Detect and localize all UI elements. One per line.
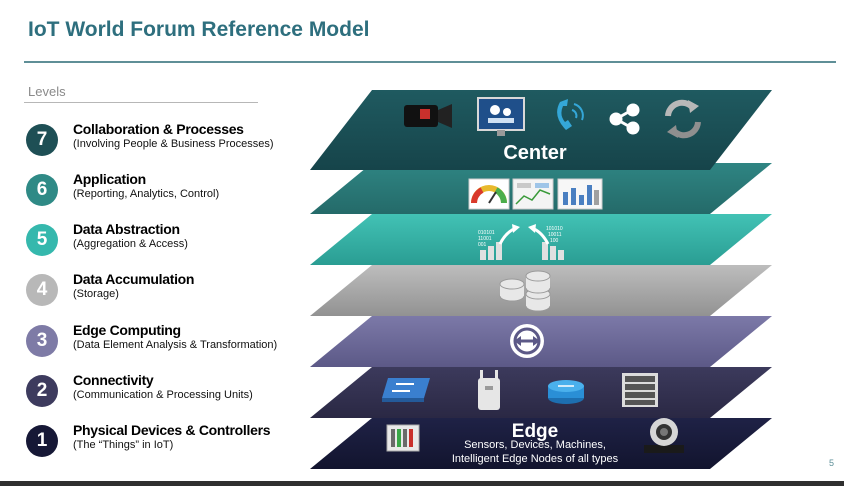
phone-icon (557, 99, 584, 130)
share-icon (609, 103, 640, 135)
edge-label: Edge (512, 421, 558, 442)
center-label: Center (503, 142, 567, 164)
level-description: (Storage) (73, 288, 119, 300)
level-description: (Data Element Analysis & Transformation) (73, 339, 278, 351)
title-divider (24, 61, 836, 63)
camera-icon (644, 418, 684, 453)
levels-heading: Levels (28, 84, 66, 99)
data-aggregation-icon: 010101 11001 001 (478, 224, 520, 260)
level-badge: 6 (26, 174, 58, 206)
level-5: 5 Data Abstraction (Aggregation & Access… (26, 221, 316, 261)
access-point-icon (478, 370, 500, 410)
level-description: (Communication & Processing Units) (73, 389, 253, 401)
level-1: 1 Physical Devices & Controllers (The “T… (26, 422, 316, 462)
edge-processor-icon (510, 324, 544, 358)
level-badge: 2 (26, 375, 58, 407)
level-6: 6 Application (Reporting, Analytics, Con… (26, 171, 316, 211)
data-access-icon: 101010 10011 100 (528, 224, 564, 260)
database-icon (499, 270, 551, 312)
svg-text:101010: 101010 (546, 226, 563, 232)
edge-description-line1: Sensors, Devices, Machines, (464, 439, 606, 451)
levels-divider (24, 102, 258, 103)
gauge-chart-icon (468, 178, 510, 210)
video-conference-icon (477, 97, 525, 136)
level-3: 3 Edge Computing (Data Element Analysis … (26, 322, 316, 362)
layer-5-data-abstraction (310, 214, 772, 265)
layer-2-connectivity (310, 367, 772, 418)
level-name: Edge Computing (73, 322, 181, 338)
level-badge: 4 (26, 274, 58, 306)
level-description: (Involving People & Business Processes) (73, 138, 274, 150)
svg-text:11001: 11001 (478, 236, 492, 242)
level-name: Physical Devices & Controllers (73, 422, 271, 438)
router-icon (548, 380, 584, 404)
slide-number: 5 (828, 458, 834, 468)
svg-text:10011: 10011 (548, 232, 562, 238)
level-badge: 1 (26, 425, 58, 457)
level-7: 7 Collaboration & Processes (Involving P… (26, 121, 316, 161)
svg-text:100: 100 (550, 238, 559, 244)
level-4: 4 Data Accumulation (Storage) (26, 271, 316, 311)
level-badge: 3 (26, 325, 58, 357)
level-name: Data Abstraction (73, 221, 180, 237)
report-chart-icon (557, 178, 603, 210)
level-description: (The “Things” in IoT) (73, 439, 174, 451)
bottom-bar (0, 481, 844, 486)
level-name: Connectivity (73, 372, 154, 388)
switch-icon (382, 378, 430, 402)
svg-text:010101: 010101 (478, 230, 495, 236)
svg-text:001: 001 (478, 242, 487, 248)
level-description: (Aggregation & Access) (73, 238, 188, 250)
video-camera-icon (404, 104, 452, 128)
level-badge: 5 (26, 224, 58, 256)
server-rack-icon (622, 373, 658, 407)
level-name: Application (73, 171, 146, 187)
dashboard-icon (512, 178, 554, 210)
controller-panel-icon (386, 424, 420, 452)
sync-icon (665, 99, 701, 139)
page-title: IoT World Forum Reference Model (28, 18, 370, 41)
level-badge: 7 (26, 124, 58, 156)
level-2: 2 Connectivity (Communication & Processi… (26, 372, 316, 412)
level-description: (Reporting, Analytics, Control) (73, 188, 220, 200)
edge-description-line2: Intelligent Edge Nodes of all types (452, 453, 619, 465)
level-name: Data Accumulation (73, 271, 195, 287)
level-name: Collaboration & Processes (73, 121, 244, 137)
